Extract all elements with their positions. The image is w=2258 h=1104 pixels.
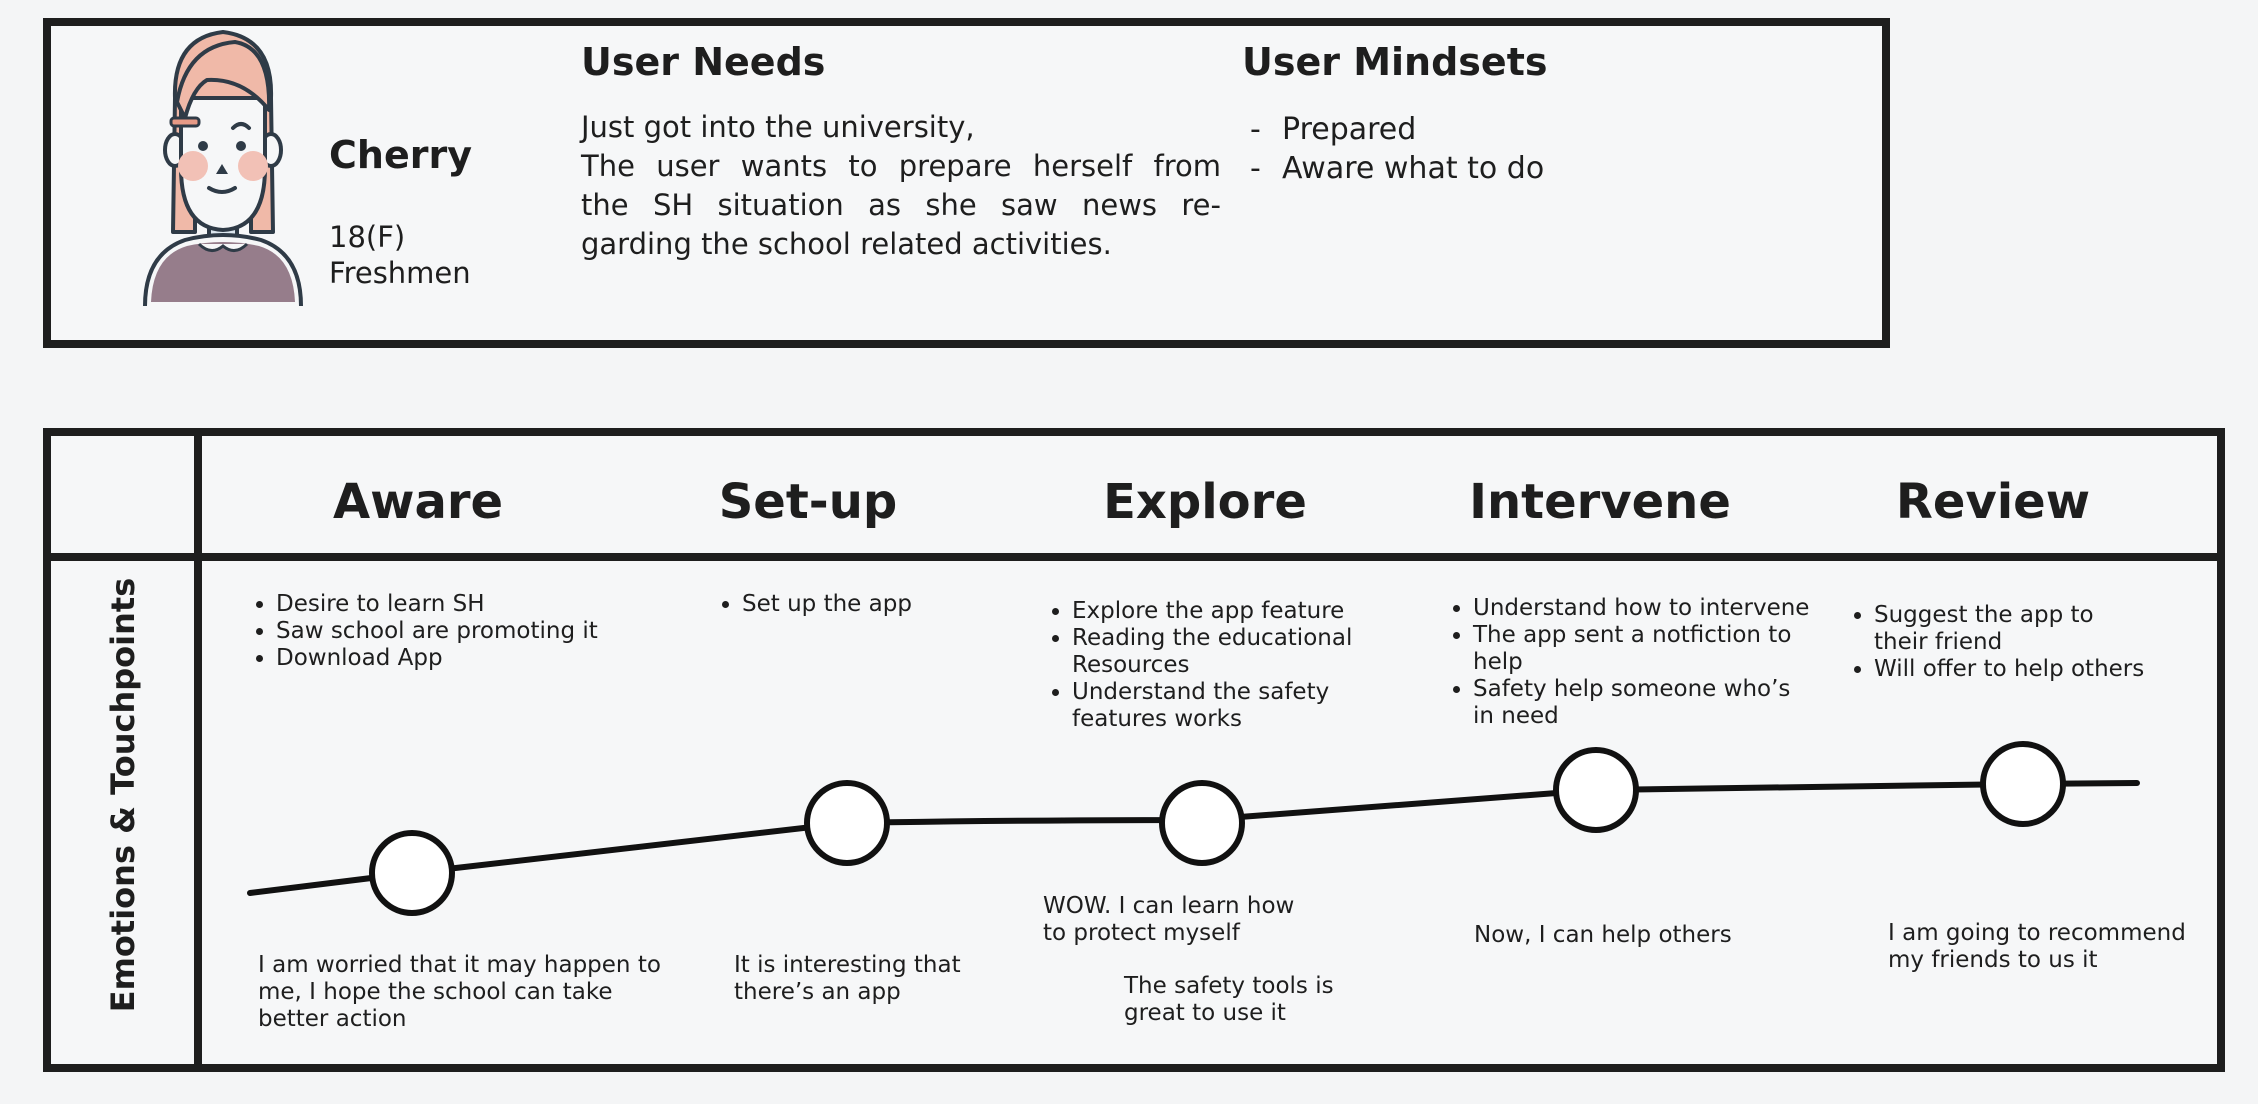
phase-title-set-up: Set-up: [718, 474, 898, 530]
quote-line: great to use it: [1124, 1000, 1286, 1026]
emotion-point-review: [1980, 741, 2066, 827]
quote-line: The safety tools is: [1124, 973, 1334, 999]
phase-title-aware: Aware: [332, 474, 504, 530]
quote-line: I am going to recommend: [1888, 920, 2186, 946]
persona-name: Cherry: [329, 133, 472, 177]
persona-role: Freshmen: [329, 256, 471, 290]
quote-set-up: It is interesting that there’s an app: [734, 952, 961, 1006]
quote-line: I am worried that it may happen to: [258, 952, 661, 978]
user-needs-line: Just got into the university,: [581, 110, 975, 144]
emotion-point-aware: [369, 830, 455, 916]
mindset-item: Prepared: [1242, 110, 1544, 149]
phase-title-review: Review: [1895, 474, 2091, 530]
user-needs-line: The user wants to prepare herself from: [581, 149, 1221, 183]
touchpoints-aware: Desire to learn SH Saw school are promot…: [240, 591, 598, 672]
header-divider: [43, 553, 2225, 561]
quote-line: better action: [258, 1006, 407, 1032]
phase-title-explore: Explore: [1103, 474, 1307, 530]
emotion-point-explore: [1159, 780, 1245, 866]
quote-intervene: Now, I can help others: [1474, 922, 1732, 949]
touchpoints-intervene: Understand how to intervene The app sent…: [1437, 595, 1809, 730]
journey-map: [43, 428, 2225, 1072]
touchpoint-item: Desire to learn SH: [276, 591, 598, 618]
quote-aware: I am worried that it may happen to me, I…: [258, 952, 661, 1033]
persona-avatar-icon: [143, 30, 303, 307]
user-needs-title: User Needs: [581, 40, 826, 84]
persona-age: 18(F): [329, 220, 406, 254]
touchpoint-item: Safety help someone who’sin need: [1473, 676, 1809, 730]
user-mindsets-list: Prepared Aware what to do: [1242, 110, 1544, 188]
user-needs-line: the SH situation as she saw news re-: [581, 188, 1221, 222]
touchpoint-item: Understand how to intervene: [1473, 595, 1809, 622]
emotion-point-intervene: [1553, 747, 1639, 833]
touchpoints-set-up: Set up the app: [706, 591, 912, 618]
touchpoint-item: Download App: [276, 645, 598, 672]
user-needs-text: Just got into the university, The user w…: [581, 108, 1221, 264]
side-divider: [194, 428, 202, 1072]
phase-title-intervene: Intervene: [1469, 474, 1731, 530]
quote-line: It is interesting that: [734, 952, 961, 978]
touchpoint-item: Explore the app feature: [1072, 598, 1352, 625]
touchpoint-item: Set up the app: [742, 591, 912, 618]
touchpoints-explore: Explore the app feature Reading the educ…: [1036, 598, 1352, 733]
quote-review: I am going to recommend my friends to us…: [1888, 920, 2186, 974]
mindset-item: Aware what to do: [1242, 149, 1544, 188]
quote-line: my friends to us it: [1888, 947, 2098, 973]
emotion-point-set-up: [804, 780, 890, 866]
quote-line: WOW. I can learn how: [1043, 893, 1295, 919]
user-mindsets-title: User Mindsets: [1242, 40, 1548, 84]
persona-card: [43, 18, 1890, 348]
quote-line: to protect myself: [1043, 920, 1240, 946]
quote-explore: WOW. I can learn how to protect myself: [1043, 893, 1294, 947]
touchpoint-item: Will offer to help others: [1874, 656, 2144, 683]
quote-line: there’s an app: [734, 979, 901, 1005]
touchpoint-item: Saw school are promoting it: [276, 618, 598, 645]
quote-line: me, I hope the school can take: [258, 979, 613, 1005]
quote-explore-2: The safety tools is great to use it: [1124, 973, 1334, 1027]
quote-line: Now, I can help others: [1474, 922, 1732, 948]
user-needs-line: garding the school related activities.: [581, 227, 1112, 261]
